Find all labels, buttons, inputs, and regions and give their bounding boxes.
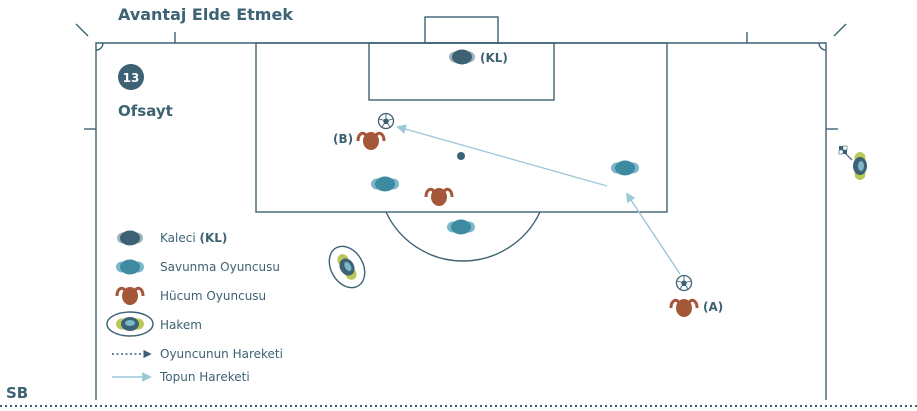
assistant-referee-icon	[853, 152, 867, 180]
referee-ring	[328, 245, 366, 289]
legend-defender-icon	[116, 259, 144, 275]
corner-mark	[833, 23, 847, 37]
legend: Kaleci (KL) Savunma Oyuncusu Hücum Oyunc…	[106, 230, 283, 384]
step-badge	[118, 64, 144, 90]
attacker-b-label: (B)	[333, 132, 353, 146]
defender-icon	[611, 160, 639, 176]
legend-player-move: Oyuncunun Hareketi	[160, 347, 283, 361]
legend-attacker: Hücum Oyuncusu	[160, 289, 266, 303]
legend-referee-ring	[106, 311, 154, 337]
ball-path-pass	[396, 124, 608, 187]
attacker-b-icon	[356, 130, 386, 152]
goalkeeper-icon	[449, 49, 475, 65]
referee-icon	[333, 251, 361, 283]
legend-referee-icon	[116, 317, 144, 331]
corner-flag-icon	[838, 145, 853, 161]
attacker-icon	[424, 186, 454, 208]
legend-defender: Savunma Oyuncusu	[160, 260, 280, 274]
topic-label: Ofsayt	[118, 102, 173, 120]
goal	[424, 16, 499, 44]
corner-arc	[818, 42, 827, 51]
penalty-spot	[457, 152, 465, 160]
defender-icon	[447, 219, 475, 235]
legend-goalkeeper: Kaleci (KL)	[160, 231, 227, 245]
legend-goalkeeper-icon	[117, 230, 143, 246]
diagram-title: Avantaj Elde Etmek	[118, 5, 293, 24]
legend-referee: Hakem	[160, 318, 202, 332]
legend-attacker-icon	[115, 285, 145, 307]
pitch	[75, 16, 847, 400]
goalkeeper-label: (KL)	[480, 51, 508, 65]
attacker-a-label: (A)	[703, 300, 723, 314]
ball-path-incoming	[625, 192, 681, 275]
legend-ball-move: Topun Hareketi	[159, 370, 250, 384]
corner-arc	[95, 42, 104, 51]
attacker-a-icon	[669, 297, 699, 319]
step-number: 13	[123, 71, 140, 85]
corner-mark	[75, 23, 89, 37]
penalty-arc	[385, 211, 541, 262]
soccer-ball-icon	[675, 274, 693, 292]
corner-label: SB	[6, 384, 28, 402]
soccer-ball-icon	[377, 112, 395, 130]
defender-icon	[371, 176, 399, 192]
penalty-area	[255, 42, 668, 213]
